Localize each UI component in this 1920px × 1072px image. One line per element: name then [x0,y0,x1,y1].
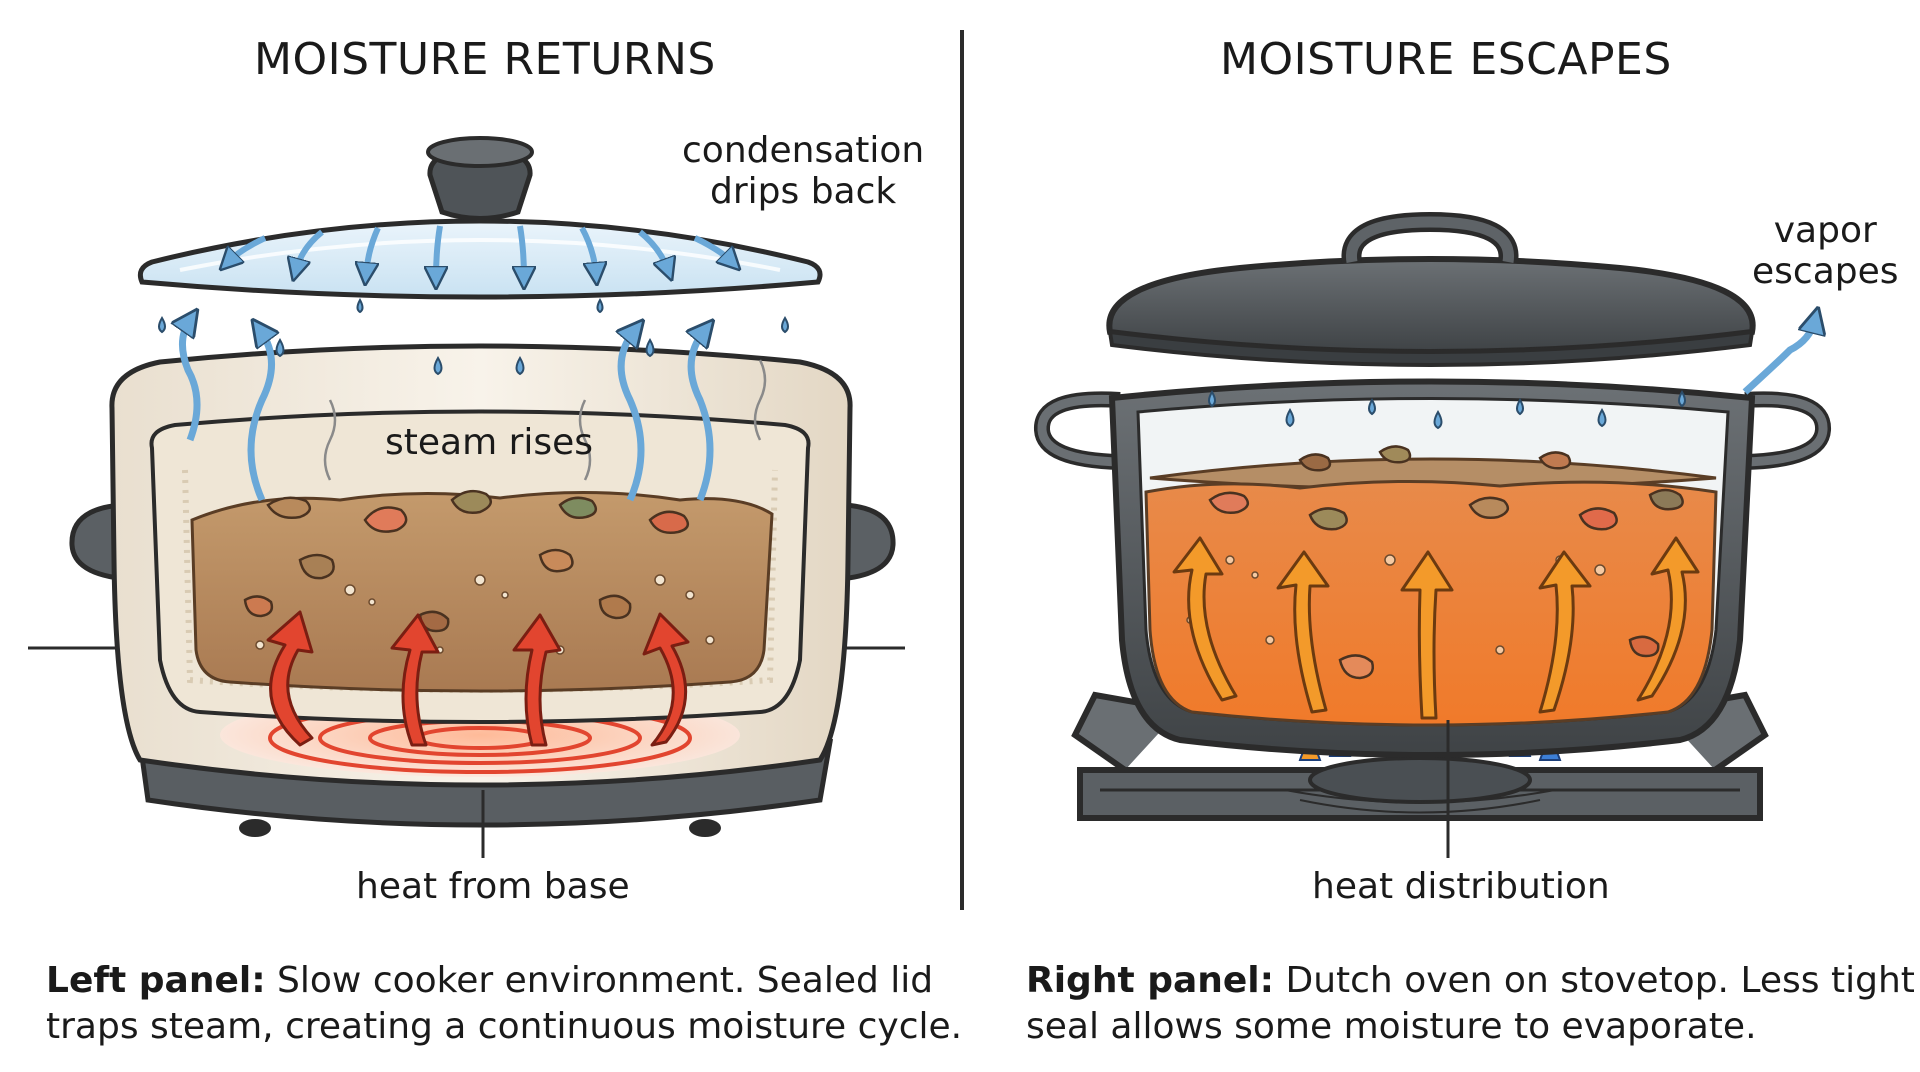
right-panel-title: MOISTURE ESCAPES [1220,34,1672,85]
dutch-oven-illustration [1042,222,1823,818]
heat-distribution-label: heat distribution [1312,866,1610,907]
vapor-label-line1: vapor [1752,210,1899,251]
condensation-label: condensation drips back [682,130,924,213]
left-caption-line2: traps steam, creating a continuous moist… [46,1004,962,1050]
vapor-escapes-label: vapor escapes [1752,210,1899,293]
vapor-label-line2: escapes [1752,251,1899,292]
condensation-label-line2: drips back [682,171,924,212]
right-panel-caption: Right panel: Dutch oven on stovetop. Les… [1026,958,1915,1050]
left-caption-heading: Left panel: [46,960,266,1001]
right-caption-heading: Right panel: [1026,960,1274,1001]
slow-cooker-illustration [28,138,905,837]
left-panel-title: MOISTURE RETURNS [254,34,716,85]
dutch-oven-lid [1109,259,1752,352]
condensation-label-line1: condensation [682,130,924,171]
vapor-escape-arrow [1745,320,1815,392]
steam-rises-label: steam rises [385,422,593,463]
right-caption-line1: Dutch oven on stovetop. Less tight [1274,960,1915,1001]
heat-from-base-label: heat from base [356,866,630,907]
left-caption-line1: Slow cooker environment. Sealed lid [266,960,934,1001]
foot-left [239,819,271,837]
foot-right [689,819,721,837]
right-caption-line2: seal allows some moisture to evaporate. [1026,1004,1915,1050]
burner-base [1310,758,1530,802]
left-panel-caption: Left panel: Slow cooker environment. Sea… [46,958,962,1050]
